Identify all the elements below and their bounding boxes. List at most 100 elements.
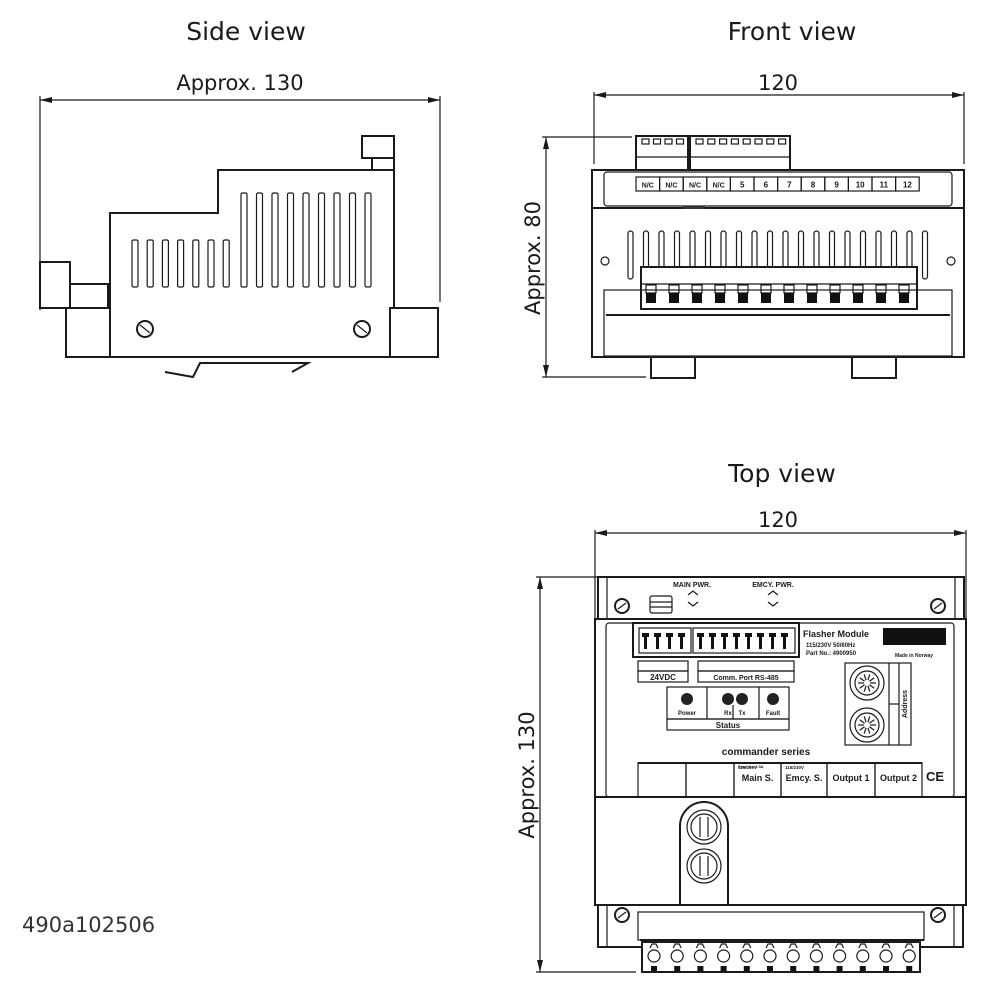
dial-tick (859, 726, 865, 731)
fuse-icon (686, 848, 722, 884)
vent-slot (240, 192, 248, 288)
terminal-label: 7 (787, 181, 792, 190)
dial-tick (869, 677, 875, 682)
comm-port-label: Comm. Port RS-485 (713, 675, 778, 682)
fuse-holder-icon (649, 595, 673, 614)
terminal-label: 11 (880, 181, 889, 190)
terminal-cell-label: Emcy. S. (786, 773, 823, 783)
led-icon (681, 693, 693, 705)
pin (769, 633, 776, 637)
terminal-label: 9 (834, 181, 839, 190)
terminal-foot (906, 966, 913, 971)
vent-slot (222, 239, 230, 288)
vent-slot (255, 192, 264, 288)
comm-plug (692, 627, 796, 654)
terminal-screw-icon (716, 949, 731, 963)
pin-stem (699, 637, 702, 649)
terminal-foot (883, 966, 889, 971)
vent-slot (207, 239, 215, 288)
terminal-screw-icon (763, 949, 777, 963)
dial-tick (863, 674, 867, 681)
pin (675, 138, 685, 145)
terminal-label-cell (894, 176, 920, 192)
vent-slot (333, 192, 341, 288)
made-in-label: Made in Norway (895, 653, 933, 659)
terminal-label: N/C (642, 183, 654, 190)
terminal-cell-label: Output 2 (880, 773, 917, 783)
side-view-title: Side view (186, 17, 306, 46)
top-width-dimension-line (594, 530, 967, 620)
terminal-label: 10 (856, 181, 865, 190)
terminal-tab (765, 943, 775, 949)
rotary-switch-icon (849, 707, 885, 743)
dial-tick (859, 719, 865, 724)
address-dials (849, 665, 885, 743)
terminal-tab (881, 943, 891, 949)
front-height-dimension-line (542, 136, 646, 378)
address-switch-panel (844, 662, 912, 746)
terminal-screw-icon (807, 293, 817, 303)
rotary-switch-inner (854, 670, 880, 696)
pin-stem (711, 637, 714, 649)
bottom-terminal-screws (647, 943, 916, 971)
vent-slot (192, 239, 200, 288)
ce-mark: CE (926, 769, 944, 784)
pin (641, 138, 650, 145)
top-view-width-dimension: 120 (758, 508, 798, 532)
terminal-cell-sublabel: 115/230V (785, 765, 804, 770)
vent-slot (317, 192, 326, 288)
dial-tick (863, 685, 867, 692)
top-height-dimension-line (536, 576, 636, 973)
led-label: Tx (738, 711, 746, 717)
terminal-foot (651, 966, 657, 971)
pin-stem (668, 637, 671, 649)
vent-slot (146, 239, 154, 288)
top-view-height-dimension: Approx. 130 (515, 711, 539, 838)
pin (757, 633, 764, 637)
pin (695, 138, 704, 145)
terminal-cell-label: Output 1 (833, 773, 870, 783)
terminal-tab (649, 943, 659, 949)
terminal-screw-icon (853, 293, 863, 303)
terminal-tab (858, 943, 868, 949)
pin (664, 138, 673, 145)
front-body (591, 169, 965, 358)
terminal-label: 8 (811, 181, 816, 190)
front-terminal-screws (645, 284, 910, 303)
product-part-no: Part No.: 4900950 (806, 651, 857, 657)
pin-stem (771, 637, 774, 649)
front-terminal-block (640, 266, 918, 310)
pin-stem (759, 637, 762, 649)
front-view-title: Front view (728, 17, 857, 46)
side-vents (131, 192, 372, 288)
product-voltage: 115/230V 50/60Hz (806, 643, 855, 649)
terminal-screw-icon (809, 949, 824, 963)
pin (730, 138, 740, 145)
terminal-foot (674, 966, 681, 971)
terminal-label: 6 (764, 181, 769, 190)
terminal-screw-icon (740, 949, 754, 963)
vent-slot (131, 239, 139, 288)
pin (754, 138, 763, 145)
dial-tick (869, 719, 875, 724)
terminal-screw-icon (669, 293, 679, 303)
terminal-tab (835, 943, 845, 949)
pin-stem (747, 637, 750, 649)
vent-slot (921, 230, 929, 280)
terminal-screw-icon (646, 293, 656, 303)
terminal-foot (743, 966, 750, 971)
top-view-title: Top view (727, 459, 836, 488)
terminal-tab (811, 943, 821, 949)
product-name: Flasher Module (803, 629, 869, 639)
plug-pins (642, 633, 788, 649)
terminal-tab (695, 943, 705, 949)
address-label: Address (902, 690, 909, 718)
front-view-height-dimension: Approx. 80 (521, 201, 545, 315)
pin-stem (783, 637, 786, 649)
pin (718, 138, 728, 145)
terminal-label: N/C (713, 183, 725, 190)
rotary-switch-icon (849, 665, 885, 701)
side-view-width-dimension: Approx. 130 (176, 71, 303, 95)
